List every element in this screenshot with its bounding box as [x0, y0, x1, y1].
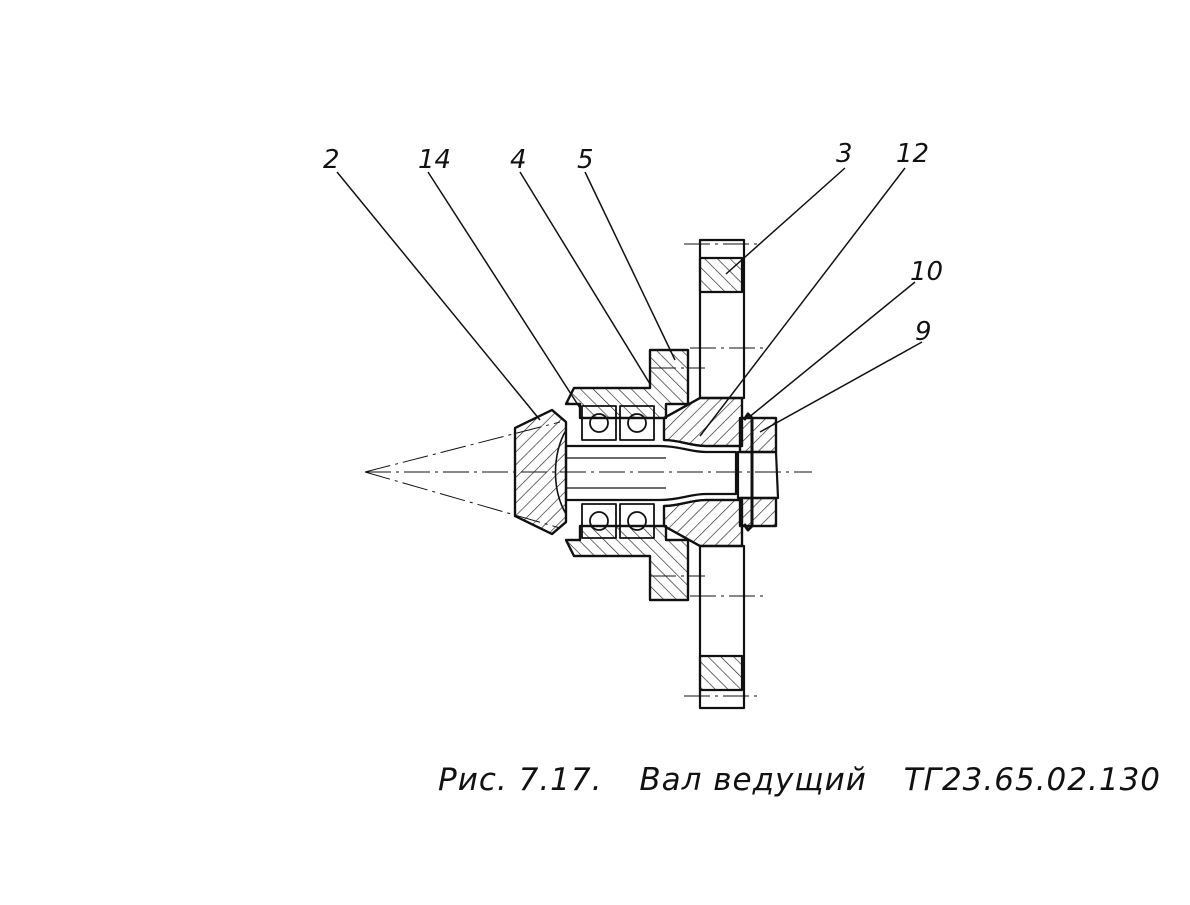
callout-14: 14 [418, 145, 451, 175]
drive-shaft [564, 444, 738, 502]
bevel-gear [513, 408, 568, 536]
figure-caption: Рис. 7.17. Вал ведущий ТГ23.65.02.130 [438, 762, 1187, 798]
callout-3: 3 [836, 139, 853, 169]
ball-bearings [581, 405, 655, 539]
callout-10: 10 [910, 257, 943, 287]
callout-5: 5 [577, 145, 594, 175]
bolt-nut [736, 416, 780, 528]
callout-labels: 2 14 4 5 3 12 10 9 [323, 139, 943, 347]
drawing-code: ТГ23.65.02.130 [903, 762, 1162, 798]
figure-title: Вал ведущий [639, 762, 867, 798]
figure-number: Рис. 7.17. [438, 762, 603, 798]
callout-2: 2 [323, 145, 340, 175]
sprocket-wheel [698, 238, 746, 710]
bearing-housing [564, 348, 690, 602]
retaining-washer [742, 412, 754, 532]
leader-lines [336, 167, 923, 437]
callout-12: 12 [896, 139, 929, 169]
callout-9: 9 [915, 317, 932, 347]
callout-4: 4 [510, 145, 527, 175]
